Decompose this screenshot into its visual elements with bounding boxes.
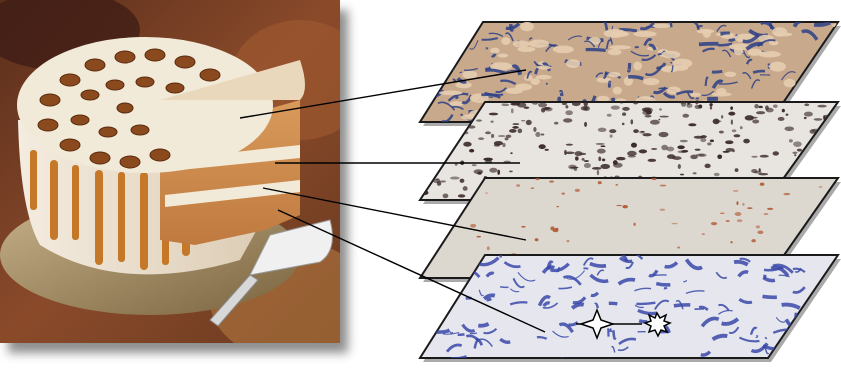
map-layers [420,21,841,366]
cake-photo [0,0,370,360]
map-layer-4 [420,251,841,365]
